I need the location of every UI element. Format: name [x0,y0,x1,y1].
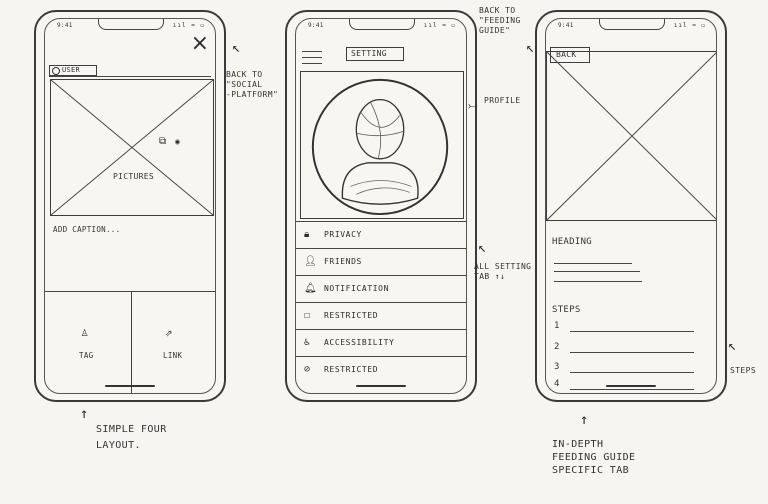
settings-item-restricted-2[interactable]: ⊘ RESTRICTED [296,356,466,383]
screen-guide: 9:41 ııl ≈ ▭ BACK HEADING STEPS 1 2 3 [545,18,717,394]
settings-item-label: ACCESSIBILITY [324,338,395,347]
arrow-icon: ↖ [232,40,241,56]
hamburger-menu-icon[interactable] [302,49,322,65]
screen-social: 9:41 ııl ≈ ▭ × USER PICTURES ⧉ ◉ ADD CAP… [44,18,216,394]
home-indicator [105,385,155,387]
settings-item-privacy[interactable]: 🔒︎ PRIVACY [296,221,466,248]
tag-button[interactable]: ♙ TAG [45,291,131,381]
user-chip[interactable]: USER [49,65,97,76]
step-item: 3 [554,362,710,376]
body-line [554,281,642,282]
picture-placeholder-x [51,80,213,215]
annotation-all-setting: ALL SETTING TAB ↑↓ [474,262,532,281]
settings-item-label: RESTRICTED [324,365,379,374]
restricted-box-icon: ☐ [304,310,311,321]
settings-list: 🔒︎ PRIVACY 👤︎ FRIENDS 🔔︎ NOTIFICATION ☐ … [296,221,466,385]
tile-divider [131,291,132,393]
status-time: 9:41 [57,22,73,29]
profile-avatar-icon [311,78,449,216]
blocked-icon: ⊘ [304,364,311,375]
settings-item-notification[interactable]: 🔔︎ NOTIFICATION [296,275,466,302]
screen-settings: 9:41 ııl ≈ ▭ SETTING 🔒︎ PRIVACY [295,18,467,394]
link-label: LINK [163,351,183,360]
link-button[interactable]: ⇗ LINK [131,291,215,381]
settings-item-restricted[interactable]: ☐ RESTRICTED [296,302,466,329]
annotation-steps: STEPS [730,366,757,375]
notch [98,19,164,30]
profile-area[interactable] [300,71,464,219]
back-label: BACK [556,50,577,59]
home-indicator [606,385,656,387]
settings-item-label: PRIVACY [324,230,362,239]
user-underline [49,76,211,77]
status-icons: ııl ≈ ▭ [423,22,456,29]
arrow-icon: ↖ [728,338,737,354]
arrow-icon: ↑ [580,412,589,428]
body-line [554,263,632,264]
user-label: USER [62,66,81,74]
step-item: 2 [554,342,710,356]
add-friend-icon: 👤︎ [304,256,317,267]
settings-item-friends[interactable]: 👤︎ FRIENDS [296,248,466,275]
home-indicator [356,385,406,387]
pictures-label: PICTURES [113,172,154,181]
step-item: 1 [554,321,710,335]
status-time: 9:41 [308,22,324,29]
picture-area[interactable]: PICTURES ⧉ ◉ [50,79,214,216]
settings-item-accessibility[interactable]: ♿︎ ACCESSIBILITY [296,329,466,356]
settings-title: SETTING [351,49,387,58]
annotation-in-depth: IN-DEPTH FEEDING GUIDE SPECIFIC TAB [552,439,636,476]
tag-label: TAG [79,351,94,360]
settings-item-label: NOTIFICATION [324,284,389,293]
arrow-icon: ↑ [80,406,89,422]
caption-input[interactable]: ADD CAPTION... [53,225,121,234]
accessibility-icon: ♿︎ [304,337,311,348]
body-line [554,271,640,272]
settings-item-label: FRIENDS [324,257,362,266]
status-icons: ııl ≈ ▭ [172,22,205,29]
status-time: 9:41 [558,22,574,29]
annotation-simple-four: SIMPLE FOUR LAYOUT. [96,424,167,451]
image-placeholder-x [547,52,716,220]
status-icons: ııl ≈ ▭ [673,22,706,29]
gallery-icon[interactable]: ⧉ [159,136,167,147]
bell-icon: 🔔︎ [304,283,317,294]
settings-item-label: RESTRICTED [324,311,379,320]
user-icon: ♙ [81,325,89,339]
steps-label: STEPS [552,305,581,315]
annotation-profile: PROFILE [484,96,521,105]
phone-guide: 9:41 ııl ≈ ▭ BACK HEADING STEPS 1 2 3 [535,10,727,402]
caption-bottom-line [45,291,215,292]
arrow-icon: ↖ [526,40,535,56]
settings-title-box: SETTING [346,47,404,61]
notch [349,19,415,30]
notch [599,19,665,30]
phone-settings: 9:41 ııl ≈ ▭ SETTING 🔒︎ PRIVACY [285,10,477,402]
close-icon[interactable]: × [190,31,209,56]
annotation-back-feeding: BACK TO "FEEDING GUIDE" [479,6,521,35]
annotation-back-social: BACK TO "SOCIAL -PLATFORM" [226,70,279,99]
user-avatar-icon [52,67,60,75]
arrow-icon: ⤚ [468,98,478,112]
guide-image [546,51,716,221]
guide-heading: HEADING [552,237,593,247]
phone-social: 9:41 ııl ≈ ▭ × USER PICTURES ⧉ ◉ ADD CAP… [34,10,226,402]
camera-icon[interactable]: ◉ [175,137,180,146]
arrow-icon: ↖ [478,240,487,256]
external-link-icon: ⇗ [165,325,173,339]
step-item: 4 [554,379,710,393]
lock-icon: 🔒︎ [304,229,310,240]
